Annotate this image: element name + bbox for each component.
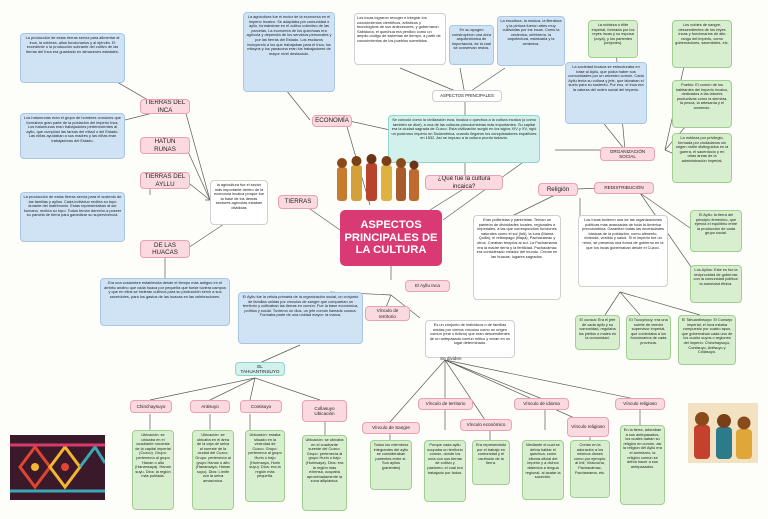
suyo-label: Collasuyo Ubicación [302, 400, 347, 422]
hatun-runas-text: Los hatunrunas eran el grupo de hombres … [20, 113, 125, 159]
curaca-text: El curaca: Era el jefe de cada ayllu y s… [575, 315, 620, 350]
organizacion-social-label: ORGANIZACIÓN SOCIAL [600, 147, 655, 161]
redistribucion-text: Los Incas tuvieron una de las organizaci… [578, 215, 668, 287]
ayllu-reciprocidad-text: El Ayllu: la tierra del principio femeni… [690, 210, 742, 252]
vinculo-territorio-label: Vínculo de territorio [365, 306, 410, 321]
suyo-text: Ubicación: se ubicaba en el área de la c… [192, 430, 234, 510]
nobles-sangre-text: Los nobles de sangre, descendientes de l… [672, 20, 732, 68]
tierras-label: TIERRAS [278, 195, 318, 209]
vinculo-label: Vínculo de Sangre [362, 422, 420, 434]
vinculo-label: Vínculo económico [460, 419, 512, 431]
conocimientos-text: Los incas lograron recoger e integrar lo… [354, 13, 446, 65]
tahuantinsuyo-consejo-text: El Tahuantinsuyo: El Consejo imperial, e… [678, 315, 736, 365]
reciprocidad-text: Los Ayllus: Este es fue la reciprocidad … [690, 265, 742, 303]
huacas-text: Era una costumbre establecida desde el t… [100, 278, 230, 326]
vinculo-text: En la tierra, adoraban a sus antepasados… [620, 425, 665, 505]
vinculo-label: Vínculo de territorio [418, 398, 473, 410]
pueblo-text: Pueblo: El común de los habitantes del i… [672, 80, 732, 128]
tierras-del-inca-label: TIERRAS DEL INCA [140, 99, 190, 114]
vinculo-text: Todos los miembros integrantes del ayllu… [370, 440, 412, 490]
el-tahuantinsuyo-label: EL TAHUANTINSUYO [235, 362, 285, 376]
inca-figures-illustration [337, 154, 419, 201]
apogeo-text: En su apogeo construyeron una obra arqui… [449, 25, 494, 65]
nobleza-elite-text: La nobleza o élite imperial, formada por… [588, 20, 638, 58]
suyo-label: Chinchaysuyo [130, 400, 172, 413]
aspectos-principales-label: ASPECTOS PRINCIPALES [432, 90, 502, 102]
tierras-del-ayllu-label: TIERRAS DEL AYLLU [140, 172, 190, 189]
vinculo-text: Era representado por el trabajo en comun… [472, 440, 510, 485]
tucuyricuy-text: El Tucuyricuy: era una suerte de veedor … [626, 315, 671, 360]
inca-people-illustration [688, 403, 758, 463]
vinculo-label: Vínculo de idioma [514, 398, 569, 410]
religion-label: Religión [538, 183, 578, 196]
conjunto-text: Es un conjunto de individuos o de famili… [425, 320, 515, 358]
suyo-text: Ubicación: se ubicaba en el cuadrante su… [302, 435, 347, 511]
sociedad-text: La sociedad incaica se estructuraba en b… [565, 62, 647, 124]
tierras-inca-text: La producción de estas tierras servía pa… [20, 33, 125, 83]
central-question: ¿Qué fue la cultura incaica? [425, 175, 503, 190]
nobleza-privilegio-text: La nobleza por privilegio, formada por c… [672, 133, 732, 183]
vinculo-text: Mediante el cual se debía hablar el quec… [522, 440, 564, 500]
agricultura-text: La agricultura fue el motor de la econom… [243, 12, 335, 92]
economia-label: ECONOMÍA [312, 115, 352, 127]
vinculo-label: Vínculo religioso [615, 398, 665, 410]
de-las-huacas-label: DE LAS HUACAS [140, 240, 190, 258]
el-ayllu-inca-label: El Ayllu Inca [405, 280, 450, 292]
ayllu-text: El Ayllu fue la célula primaria de la or… [238, 292, 363, 344]
suyo-label: Contisuyo [240, 400, 282, 413]
redistribucion-label: REDISTRIBUCIÓN [594, 182, 654, 194]
religion-text: Eran politeístas y panteístas. Tenían un… [473, 215, 561, 300]
vinculo-text: Porque cada ayllu ocupaba un territorio … [424, 440, 466, 502]
suyo-text: Ubicación: se ubicaba en el cuadrante no… [132, 430, 174, 510]
tierras-ayllu-text: La producción de estas tierras servía pa… [20, 192, 125, 242]
main-title: ASPECTOS PRINCIPALES DE LA CULTURA [340, 210, 442, 266]
vinculo-text: Creían en la adoración a los mismos dios… [570, 440, 610, 498]
arte-text: La escultura, la música, la literatura y… [497, 16, 565, 66]
textile-pattern-illustration [10, 435, 105, 500]
intro-text: Se conoció como la civilización inca, in… [388, 115, 540, 163]
suyo-text: Ubicación: estaba situado en la vecindad… [245, 430, 285, 502]
vinculo-label: Vínculo religioso [567, 417, 609, 437]
suyo-label: Antisuyo [190, 400, 230, 413]
hatun-runas-label: HATUN RUNAS [140, 137, 190, 154]
tierras-intro-text: la agricultura fue el sector más importa… [210, 180, 268, 225]
se-dividen-label: Se dividen [440, 356, 462, 361]
